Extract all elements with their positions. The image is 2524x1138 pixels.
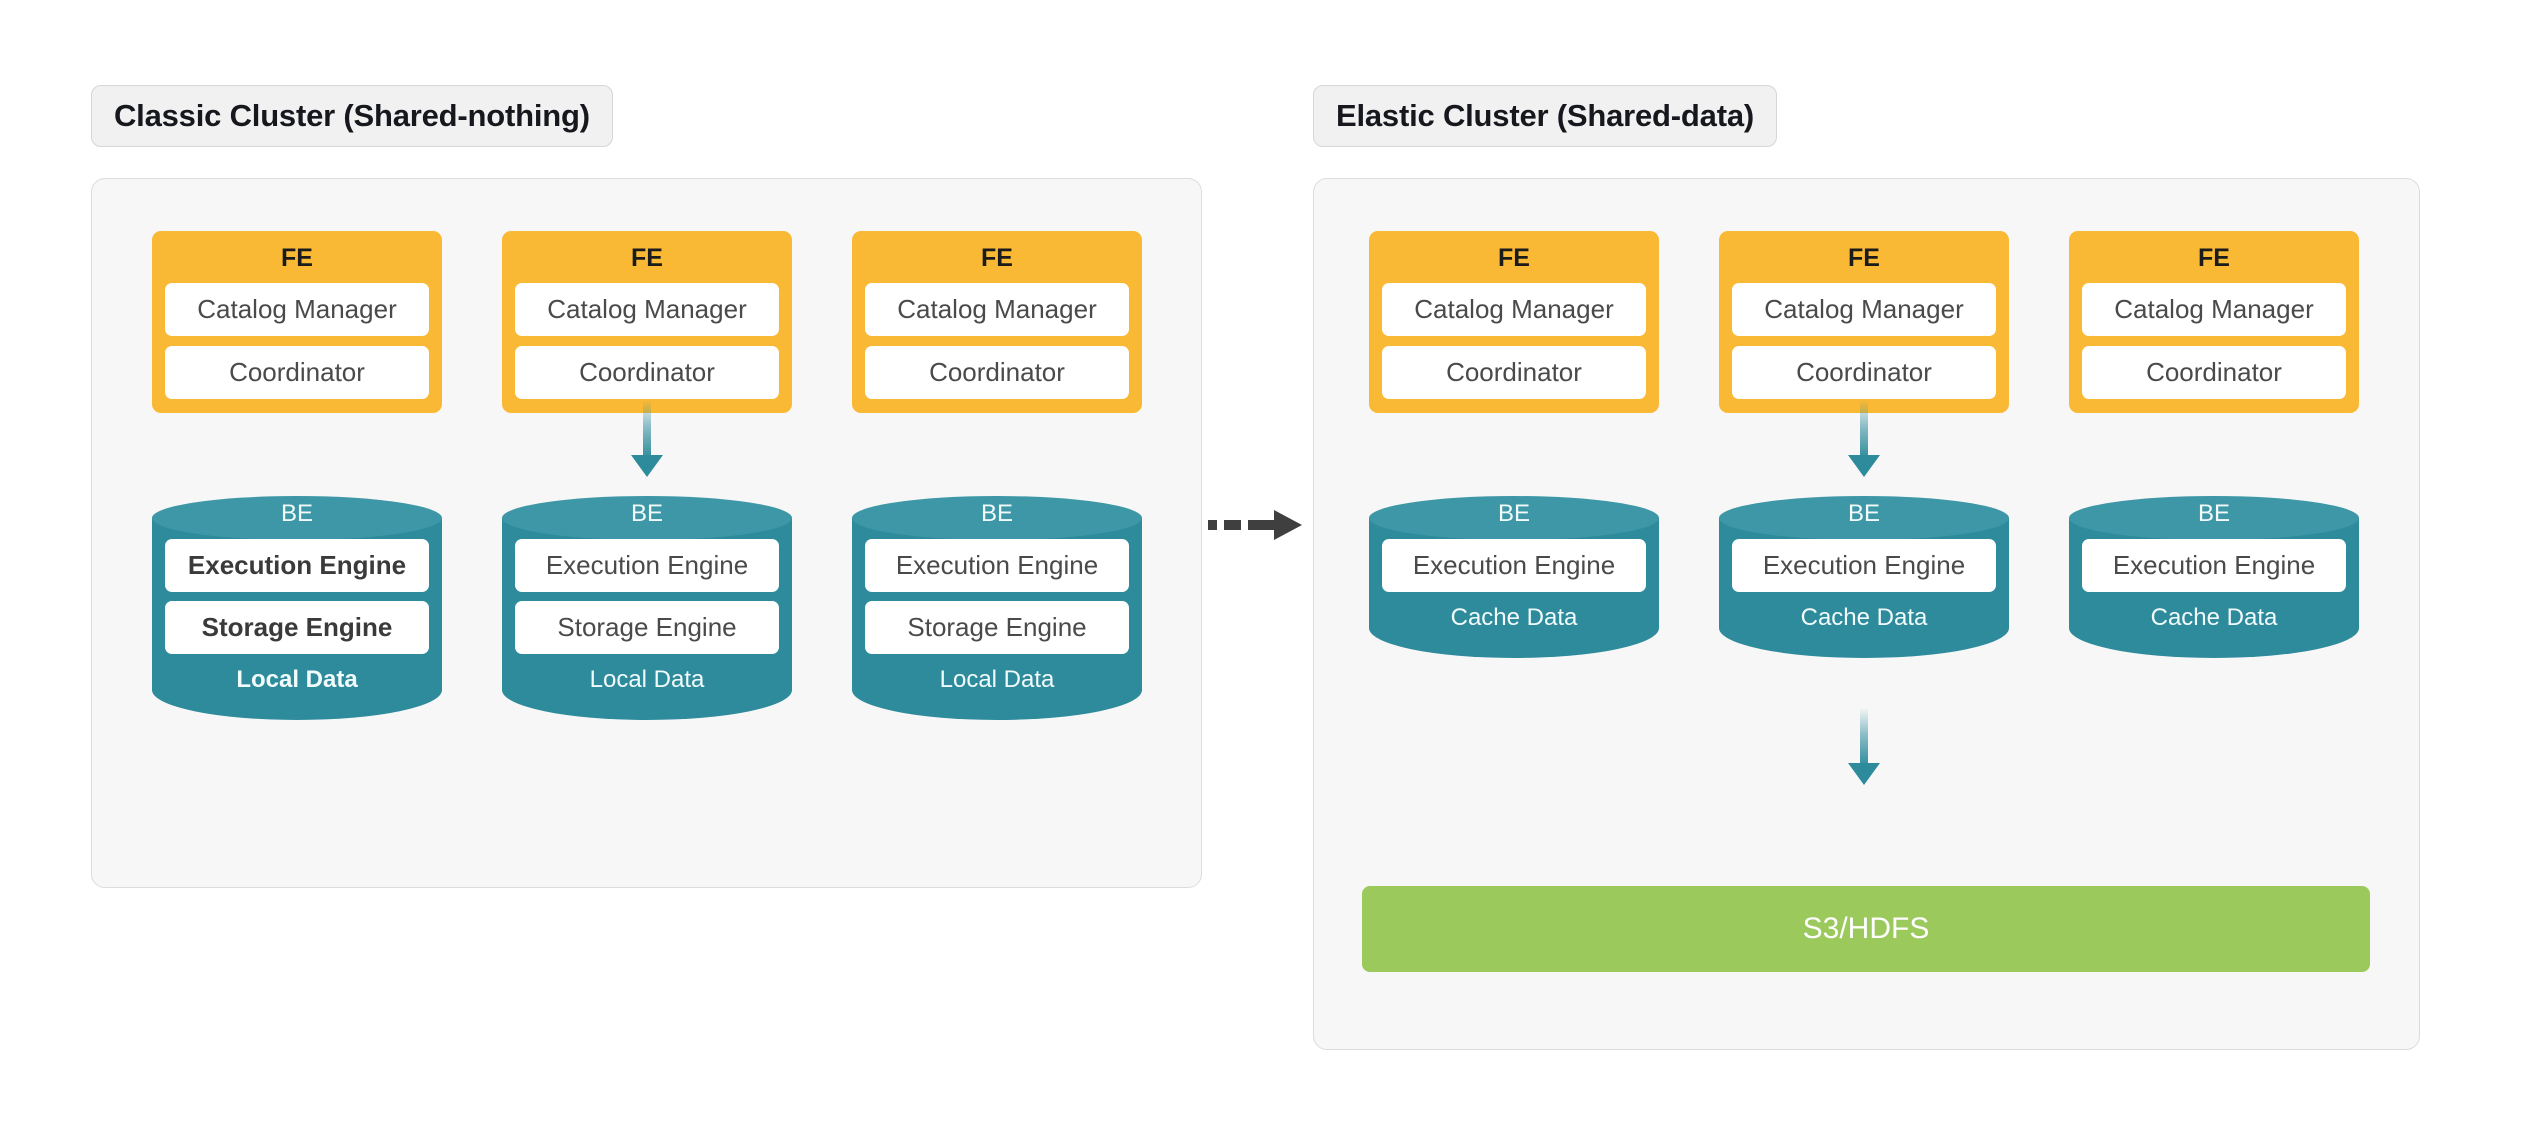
be-title: BE (980, 500, 1013, 527)
be-component-execution-engine[interactable]: Execution Engine (165, 539, 429, 592)
fe-component-catalog-manager[interactable]: Catalog Manager (2082, 283, 2346, 337)
cylinder-top-ellipse (502, 496, 792, 540)
fe-block[interactable]: FE Catalog Manager Coordinator (1719, 231, 2009, 414)
be-data-label: Cache Data (2150, 604, 2278, 631)
be-component-execution-engine[interactable]: Execution Engine (1382, 539, 1646, 592)
elastic-cluster-title: Elastic Cluster (Shared-data) (1313, 85, 1777, 147)
fe-block[interactable]: FE Catalog Manager Coordinator (2069, 231, 2359, 414)
cylinder-top-ellipse (1719, 496, 2009, 540)
fe-block[interactable]: FE Catalog Manager Coordinator (152, 231, 442, 414)
cylinder-top-ellipse (2069, 496, 2359, 540)
fe-to-be-arrow-icon (631, 401, 663, 477)
fe-block[interactable]: FE Catalog Manager Coordinator (1369, 231, 1659, 414)
be-cylinder[interactable]: BE Execution Engine Storage Engine Local… (852, 496, 1142, 720)
be-component-storage-engine[interactable]: Storage Engine (865, 601, 1129, 654)
be-component-storage-engine[interactable]: Storage Engine (165, 601, 429, 654)
fe-block[interactable]: FE Catalog Manager Coordinator (502, 231, 792, 414)
be-cylinder[interactable]: BE Execution Engine Cache Data (2069, 496, 2359, 658)
cylinder-top-ellipse (152, 496, 442, 540)
be-data-label: Cache Data (1800, 604, 1928, 631)
be-data-label: Cache Data (1450, 604, 1578, 631)
fe-component-coordinator[interactable]: Coordinator (2082, 346, 2346, 400)
fe-to-be-arrow-icon (1848, 401, 1880, 477)
be-cylinder[interactable]: BE Execution Engine Storage Engine Local… (502, 496, 792, 720)
be-component-execution-engine[interactable]: Execution Engine (515, 539, 779, 592)
fe-component-catalog-manager[interactable]: Catalog Manager (1732, 283, 1996, 337)
cylinder-top-ellipse (1369, 496, 1659, 540)
classic-cluster-title: Classic Cluster (Shared-nothing) (91, 85, 613, 147)
shared-storage-label: S3/HDFS (1802, 912, 1930, 945)
be-title: BE (630, 500, 663, 527)
be-data-label: Local Data (589, 666, 705, 693)
elastic-node-0: FE Catalog Manager Coordinator (1369, 231, 1659, 414)
cylinder-top-ellipse (852, 496, 1142, 540)
fe-component-coordinator[interactable]: Coordinator (1732, 346, 1996, 400)
fe-title: FE (2198, 244, 2230, 272)
fe-component-catalog-manager[interactable]: Catalog Manager (165, 283, 429, 337)
fe-component-coordinator[interactable]: Coordinator (515, 346, 779, 400)
fe-title: FE (1498, 244, 1530, 272)
classic-node-1: FE Catalog Manager Coordinator (502, 231, 792, 414)
be-component-storage-engine[interactable]: Storage Engine (515, 601, 779, 654)
be-title: BE (1847, 500, 1880, 527)
fe-title: FE (981, 244, 1013, 272)
fe-component-coordinator[interactable]: Coordinator (165, 346, 429, 400)
classic-node-0: FE Catalog Manager Coordinator (152, 231, 442, 414)
fe-component-catalog-manager[interactable]: Catalog Manager (865, 283, 1129, 337)
be-cylinder[interactable]: BE Execution Engine Storage Engine Local… (152, 496, 442, 720)
fe-block[interactable]: FE Catalog Manager Coordinator (852, 231, 1142, 414)
fe-component-catalog-manager[interactable]: Catalog Manager (515, 283, 779, 337)
classic-node-2: FE Catalog Manager Coordinator (852, 231, 1142, 414)
be-component-execution-engine[interactable]: Execution Engine (865, 539, 1129, 592)
shared-storage-block[interactable]: S3/HDFS (1362, 886, 2370, 972)
fe-title: FE (1848, 244, 1880, 272)
classic-cluster-panel: FE Catalog Manager Coordinator BE Execut… (91, 178, 1202, 888)
be-component-execution-engine[interactable]: Execution Engine (2082, 539, 2346, 592)
elastic-node-1: FE Catalog Manager Coordinator (1719, 231, 2009, 414)
elastic-node-2: FE Catalog Manager Coordinator (2069, 231, 2359, 414)
be-title: BE (280, 500, 313, 527)
be-cylinder[interactable]: BE Execution Engine Cache Data (1719, 496, 2009, 658)
fe-component-catalog-manager[interactable]: Catalog Manager (1382, 283, 1646, 337)
fe-component-coordinator[interactable]: Coordinator (865, 346, 1129, 400)
be-data-label: Local Data (236, 666, 358, 693)
dashed-transition-arrow-icon (1208, 510, 1302, 540)
fe-title: FE (281, 244, 313, 272)
be-component-execution-engine[interactable]: Execution Engine (1732, 539, 1996, 592)
be-title: BE (2197, 500, 2230, 527)
be-to-storage-arrow-icon (1848, 709, 1880, 785)
fe-title: FE (631, 244, 663, 272)
be-data-label: Local Data (939, 666, 1055, 693)
fe-component-coordinator[interactable]: Coordinator (1382, 346, 1646, 400)
be-title: BE (1497, 500, 1530, 527)
be-cylinder[interactable]: BE Execution Engine Cache Data (1369, 496, 1659, 658)
